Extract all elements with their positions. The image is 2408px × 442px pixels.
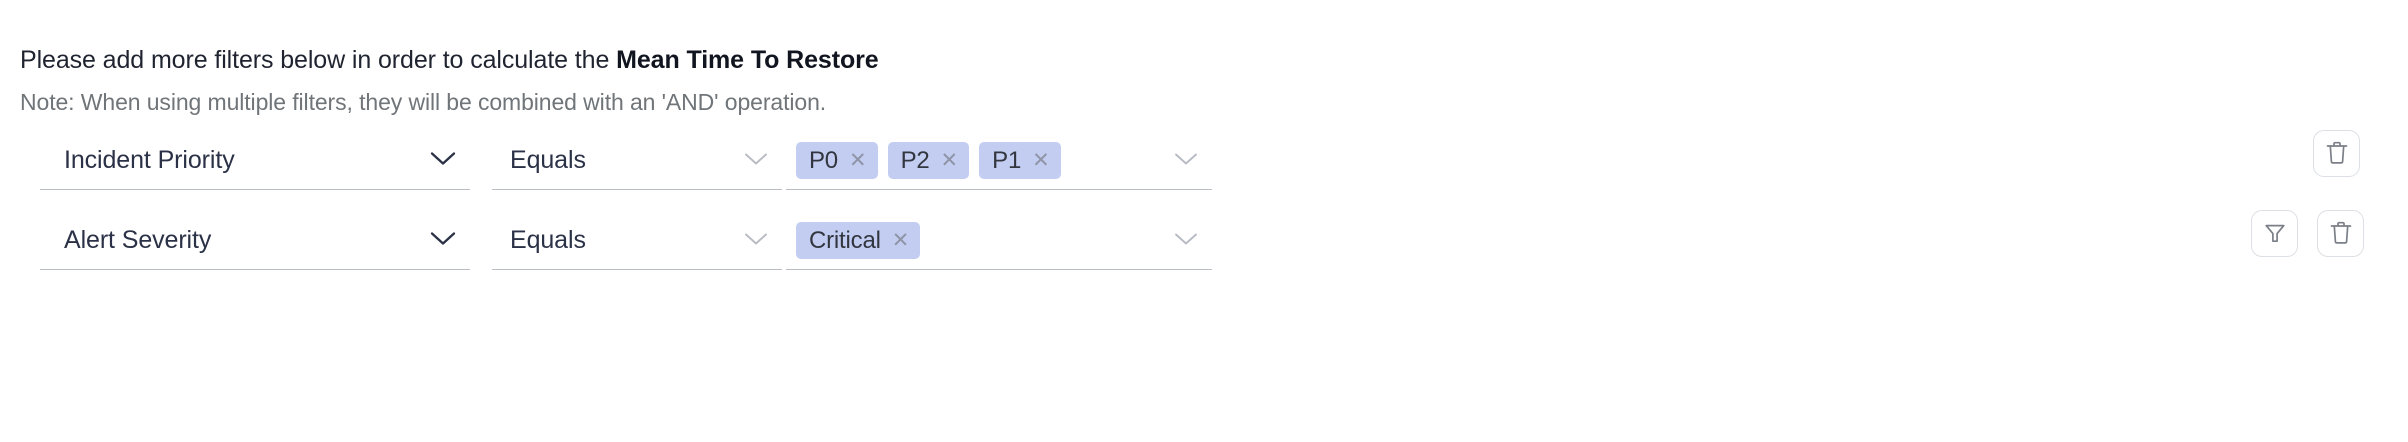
value-tag-label: P2: [900, 146, 930, 174]
chevron-down-icon: [744, 151, 768, 170]
trash-icon: [2325, 140, 2349, 166]
close-icon[interactable]: ✕: [1032, 149, 1050, 172]
close-icon[interactable]: ✕: [848, 149, 867, 172]
filter-operator-value: Equals: [510, 226, 586, 254]
filter-field-select[interactable]: Incident Priority: [40, 132, 470, 190]
chevron-down-icon: [430, 150, 456, 171]
filter-rows: Incident Priority Equals P0 ✕: [0, 129, 2408, 292]
delete-filter-button[interactable]: [2317, 209, 2364, 257]
filter-values-select[interactable]: P0 ✕ P2 ✕ P1 ✕: [786, 132, 1212, 190]
filter-note: Note: When using multiple filters, they …: [20, 89, 827, 115]
delete-filter-button[interactable]: [2313, 129, 2360, 177]
value-tag-label: P0: [809, 146, 838, 174]
filter-row-actions: [2251, 204, 2364, 262]
add-filter-button[interactable]: [2251, 209, 2298, 257]
value-tag[interactable]: Critical ✕: [796, 222, 921, 259]
chevron-down-icon: [1174, 231, 1198, 250]
funnel-icon: [2263, 221, 2287, 245]
page-title: Please add more filters below in order t…: [20, 46, 879, 75]
close-icon[interactable]: ✕: [891, 229, 910, 252]
filter-field-value: Incident Priority: [64, 146, 235, 174]
chevron-down-icon: [1174, 151, 1198, 170]
value-tag[interactable]: P0 ✕: [796, 142, 878, 179]
trash-icon: [2329, 220, 2353, 246]
filter-operator-value: Equals: [510, 146, 586, 174]
chevron-down-icon: [430, 230, 456, 251]
filter-field-value: Alert Severity: [64, 226, 212, 254]
close-icon[interactable]: ✕: [940, 149, 959, 172]
filter-values-select[interactable]: Critical ✕: [786, 212, 1212, 270]
filter-row-actions: [2313, 124, 2360, 182]
value-tag[interactable]: P2 ✕: [887, 142, 970, 179]
chevron-down-icon: [744, 231, 768, 250]
page-title-prefix: Please add more filters below in order t…: [20, 46, 617, 74]
filter-row: Alert Severity Equals Critical ✕: [0, 209, 2408, 292]
filter-field-select[interactable]: Alert Severity: [40, 212, 470, 270]
filter-operator-select[interactable]: Equals: [492, 212, 782, 270]
filter-value-tags: P0 ✕ P2 ✕ P1 ✕: [794, 142, 1061, 179]
filter-operator-select[interactable]: Equals: [492, 132, 782, 190]
filter-row: Incident Priority Equals P0 ✕: [0, 129, 2408, 212]
filter-value-tags: Critical ✕: [794, 222, 921, 259]
value-tag[interactable]: P1 ✕: [979, 142, 1061, 179]
value-tag-label: P1: [992, 146, 1022, 174]
value-tag-label: Critical: [809, 226, 881, 254]
page-title-metric: Mean Time To Restore: [616, 46, 879, 74]
